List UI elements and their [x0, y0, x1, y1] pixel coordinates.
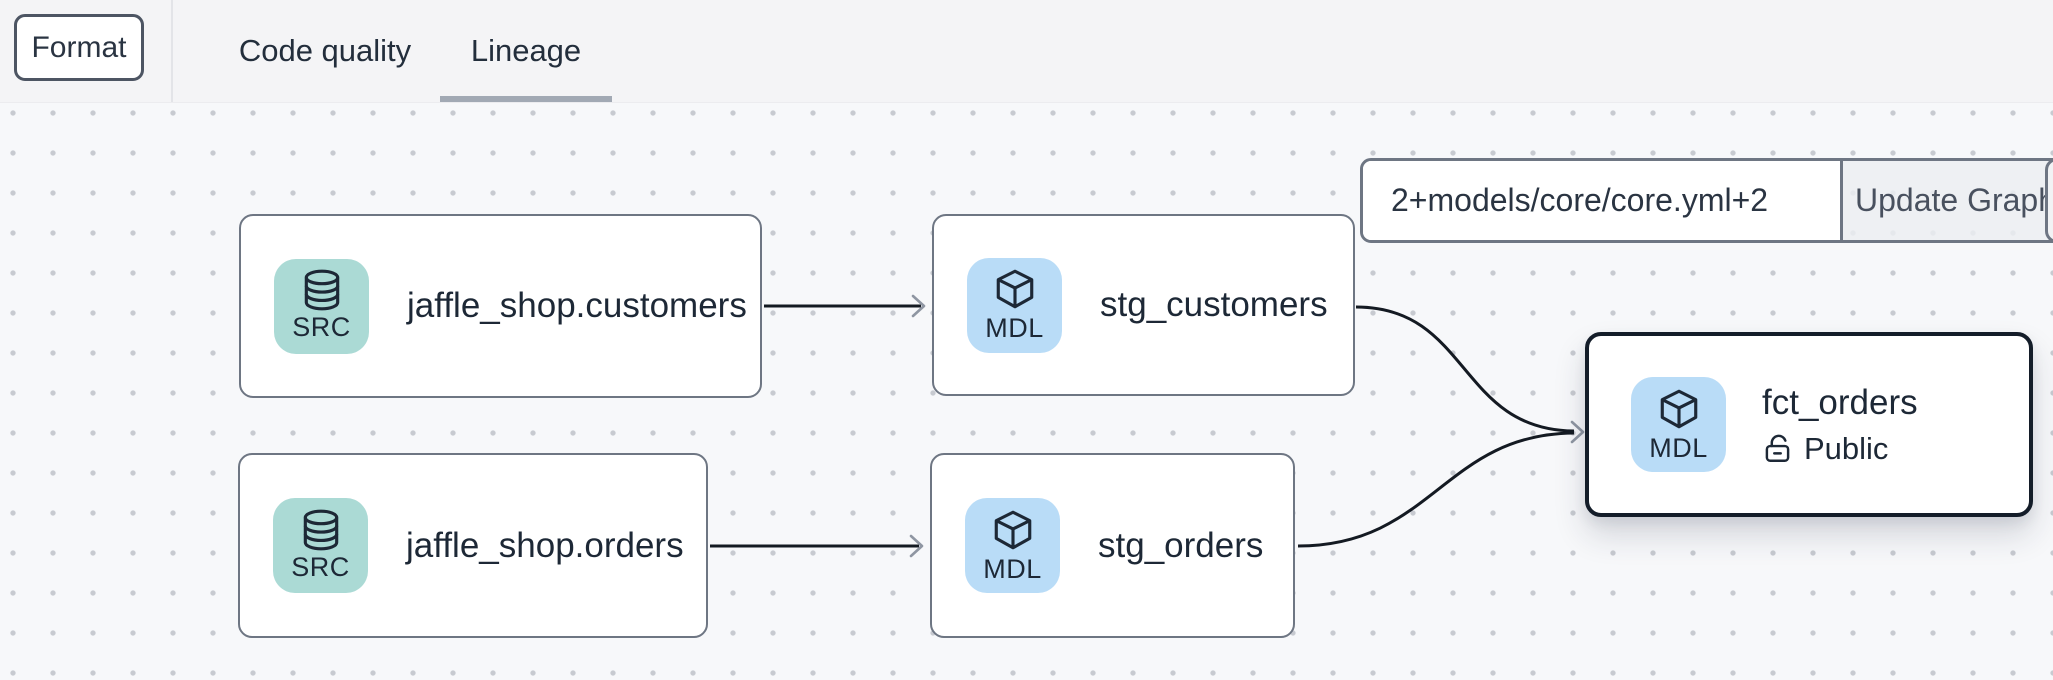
lineage-canvas[interactable]: SRC jaffle_shop.customers MDL stg_custom…	[0, 103, 2053, 680]
clipped-toolbar-button[interactable]	[2045, 158, 2053, 243]
tab-lineage-label: Lineage	[470, 33, 582, 68]
source-badge: SRC	[274, 258, 369, 354]
access-label: Public	[1804, 430, 1889, 466]
arrowhead-icon	[911, 294, 926, 318]
header-bar: Format Code quality Lineage	[0, 0, 2053, 103]
tab-code-quality-label: Code quality	[238, 33, 412, 68]
source-badge: SRC	[273, 498, 368, 593]
node-text: fct_orders Public	[1762, 383, 1918, 467]
node-jaffle-shop-orders[interactable]: SRC jaffle_shop.orders	[238, 453, 708, 638]
model-badge: MDL	[965, 498, 1060, 593]
selector-group: Update Graph	[1360, 158, 2053, 243]
node-jaffle-shop-customers[interactable]: SRC jaffle_shop.customers	[239, 214, 762, 398]
cube-icon	[994, 510, 1031, 549]
model-badge: MDL	[1631, 377, 1726, 472]
model-badge: MDL	[967, 257, 1062, 353]
database-icon	[304, 269, 339, 311]
edges-layer	[710, 294, 1585, 558]
node-stg-customers[interactable]: MDL stg_customers	[932, 214, 1355, 396]
update-graph-button[interactable]: Update Graph	[1840, 161, 2053, 240]
arrowhead-icon	[909, 534, 924, 558]
node-label: stg_orders	[1098, 525, 1264, 565]
node-selector-input[interactable]	[1363, 161, 1840, 240]
badge-label: SRC	[291, 551, 350, 582]
access-row: Public	[1762, 431, 1918, 467]
node-label: jaffle_shop.customers	[407, 286, 747, 325]
node-label: jaffle_shop.orders	[406, 525, 684, 565]
edge-stg-customers-to-fct-orders	[1355, 305, 1575, 433]
tab-code-quality[interactable]: Code quality	[213, 0, 437, 102]
node-label: fct_orders	[1762, 382, 1918, 422]
header-divider	[171, 0, 173, 102]
tab-lineage[interactable]: Lineage	[440, 0, 612, 102]
node-fct-orders[interactable]: MDL fct_orders Public	[1585, 332, 2033, 517]
edge-stg-orders-to-fct-orders	[1297, 431, 1575, 548]
badge-label: SRC	[292, 312, 351, 342]
badge-label: MDL	[983, 553, 1042, 584]
cube-icon	[1660, 389, 1697, 428]
badge-label: MDL	[1649, 432, 1708, 463]
unlock-icon	[1765, 434, 1790, 462]
node-stg-orders[interactable]: MDL stg_orders	[930, 453, 1295, 638]
cube-icon	[996, 269, 1033, 309]
badge-label: MDL	[985, 313, 1044, 343]
database-icon	[303, 509, 338, 550]
node-label: stg_customers	[1100, 285, 1328, 324]
active-tab-underline	[440, 96, 612, 102]
arrowhead-icon	[1570, 420, 1585, 444]
format-button[interactable]: Format	[14, 14, 144, 81]
